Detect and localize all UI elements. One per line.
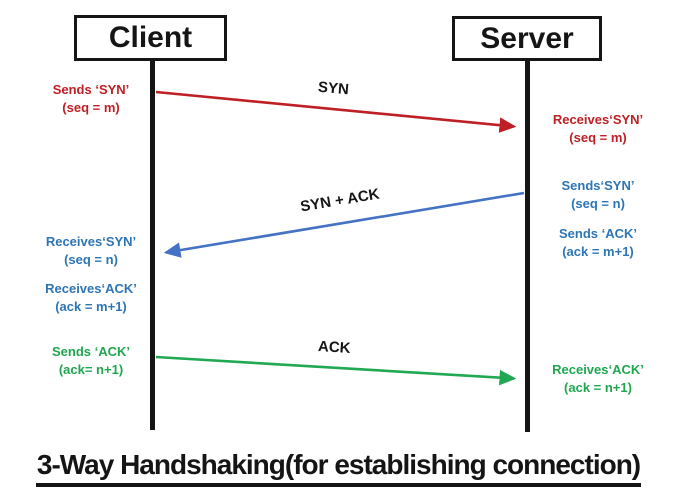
note-line: (seq = n): [571, 196, 625, 211]
note-line: Sends ‘ACK’: [51, 344, 130, 359]
note-line: (ack = m+1): [55, 299, 127, 314]
ack-arrow: [155, 355, 517, 386]
client-note-send-ack: Sends ‘ACK’ (ack= n+1): [22, 343, 160, 379]
client-actor-box: Client: [74, 15, 227, 61]
client-note-recv-syn: Receives‘SYN’ (seq = n): [22, 233, 160, 269]
note-line: (ack = n+1): [564, 380, 632, 395]
note-line: Receives‘SYN’: [552, 112, 644, 127]
syn-message-label: SYN: [317, 78, 350, 99]
server-note-recv-ack: Receives‘ACK’ (ack = n+1): [536, 361, 660, 397]
note-line: (seq = n): [64, 252, 118, 267]
client-note-send-syn: Sends ‘SYN’ (seq = m): [22, 81, 160, 117]
note-line: Sends ‘ACK’: [558, 226, 637, 241]
server-note-send-ack: Sends ‘ACK’ (ack = m+1): [536, 225, 660, 261]
server-note-recv-syn: Receives‘SYN’ (seq = m): [536, 111, 660, 147]
note-line: Receives‘ACK’: [45, 281, 137, 296]
note-line: (ack= n+1): [58, 362, 124, 377]
note-line: Receives‘SYN’: [45, 234, 137, 249]
syn-arrow: [155, 90, 517, 133]
note-line: (ack = m+1): [562, 244, 634, 259]
client-label: Client: [108, 21, 193, 54]
server-actor-box: Server: [452, 16, 602, 61]
client-note-recv-ack: Receives‘ACK’ (ack = m+1): [22, 280, 160, 316]
note-line: (seq = m): [62, 100, 120, 115]
syn-ack-arrow: [163, 191, 525, 258]
note-line: (seq = m): [569, 130, 627, 145]
server-label: Server: [480, 21, 574, 55]
note-line: Sends ‘SYN’: [52, 82, 130, 97]
note-line: Receives‘ACK’: [552, 362, 644, 377]
diagram-title: 3-Way Handshaking(for establishing conne…: [35, 449, 641, 487]
ack-message-label: ACK: [317, 338, 351, 357]
server-note-send-syn: Sends‘SYN’ (seq = n): [536, 177, 660, 213]
title-container: 3-Way Handshaking(for establishing conne…: [0, 449, 677, 487]
note-line: Sends‘SYN’: [561, 178, 635, 193]
